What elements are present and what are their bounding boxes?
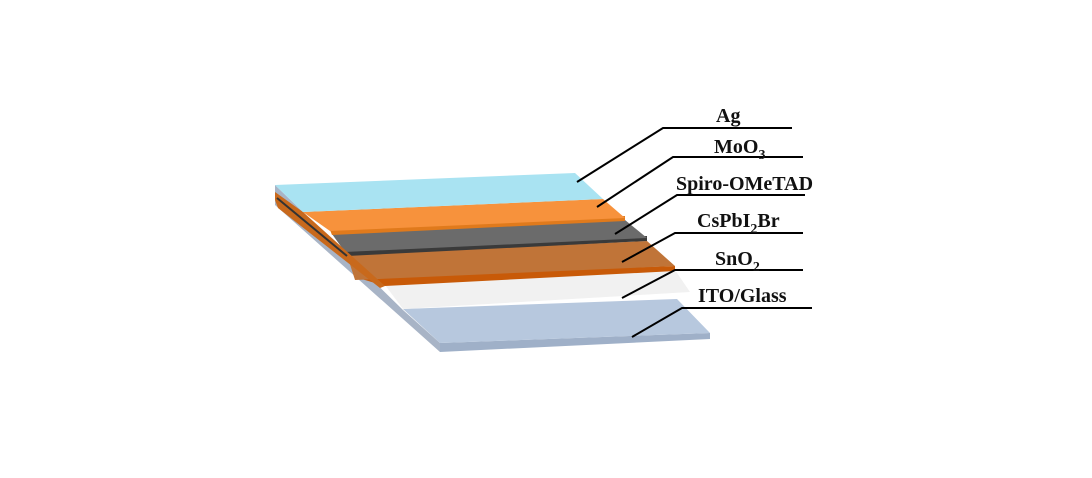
stack-left-dark-line bbox=[276, 197, 348, 257]
layer-spiro bbox=[332, 220, 647, 252]
substrate-front-edge bbox=[440, 333, 710, 352]
leader-line-spiro bbox=[614, 194, 805, 235]
leader-line-sno2 bbox=[621, 269, 803, 299]
layer-moo3 bbox=[303, 199, 625, 231]
layer-cspbi2br bbox=[347, 241, 675, 280]
label-sno2: SnO2 bbox=[715, 248, 760, 275]
stack-left-edge bbox=[275, 192, 385, 288]
leader-line-ag bbox=[576, 127, 792, 183]
label-spiro-ometad: Spiro-OMeTAD bbox=[676, 173, 813, 195]
leader-line-moo3 bbox=[596, 156, 803, 208]
layer-ag bbox=[275, 173, 603, 212]
leader-line-ito bbox=[631, 307, 812, 338]
layer-cspbi2br-edge bbox=[355, 266, 675, 286]
label-moo3: MoO3 bbox=[714, 136, 765, 163]
layer-sno2 bbox=[385, 270, 690, 309]
label-ag: Ag bbox=[716, 105, 740, 127]
layer-ito bbox=[403, 299, 710, 343]
leader-line-cspbi2br bbox=[621, 232, 803, 263]
label-cspbi2br: CsPbI2Br bbox=[697, 210, 780, 237]
label-ito-glass: ITO/Glass bbox=[698, 285, 787, 307]
